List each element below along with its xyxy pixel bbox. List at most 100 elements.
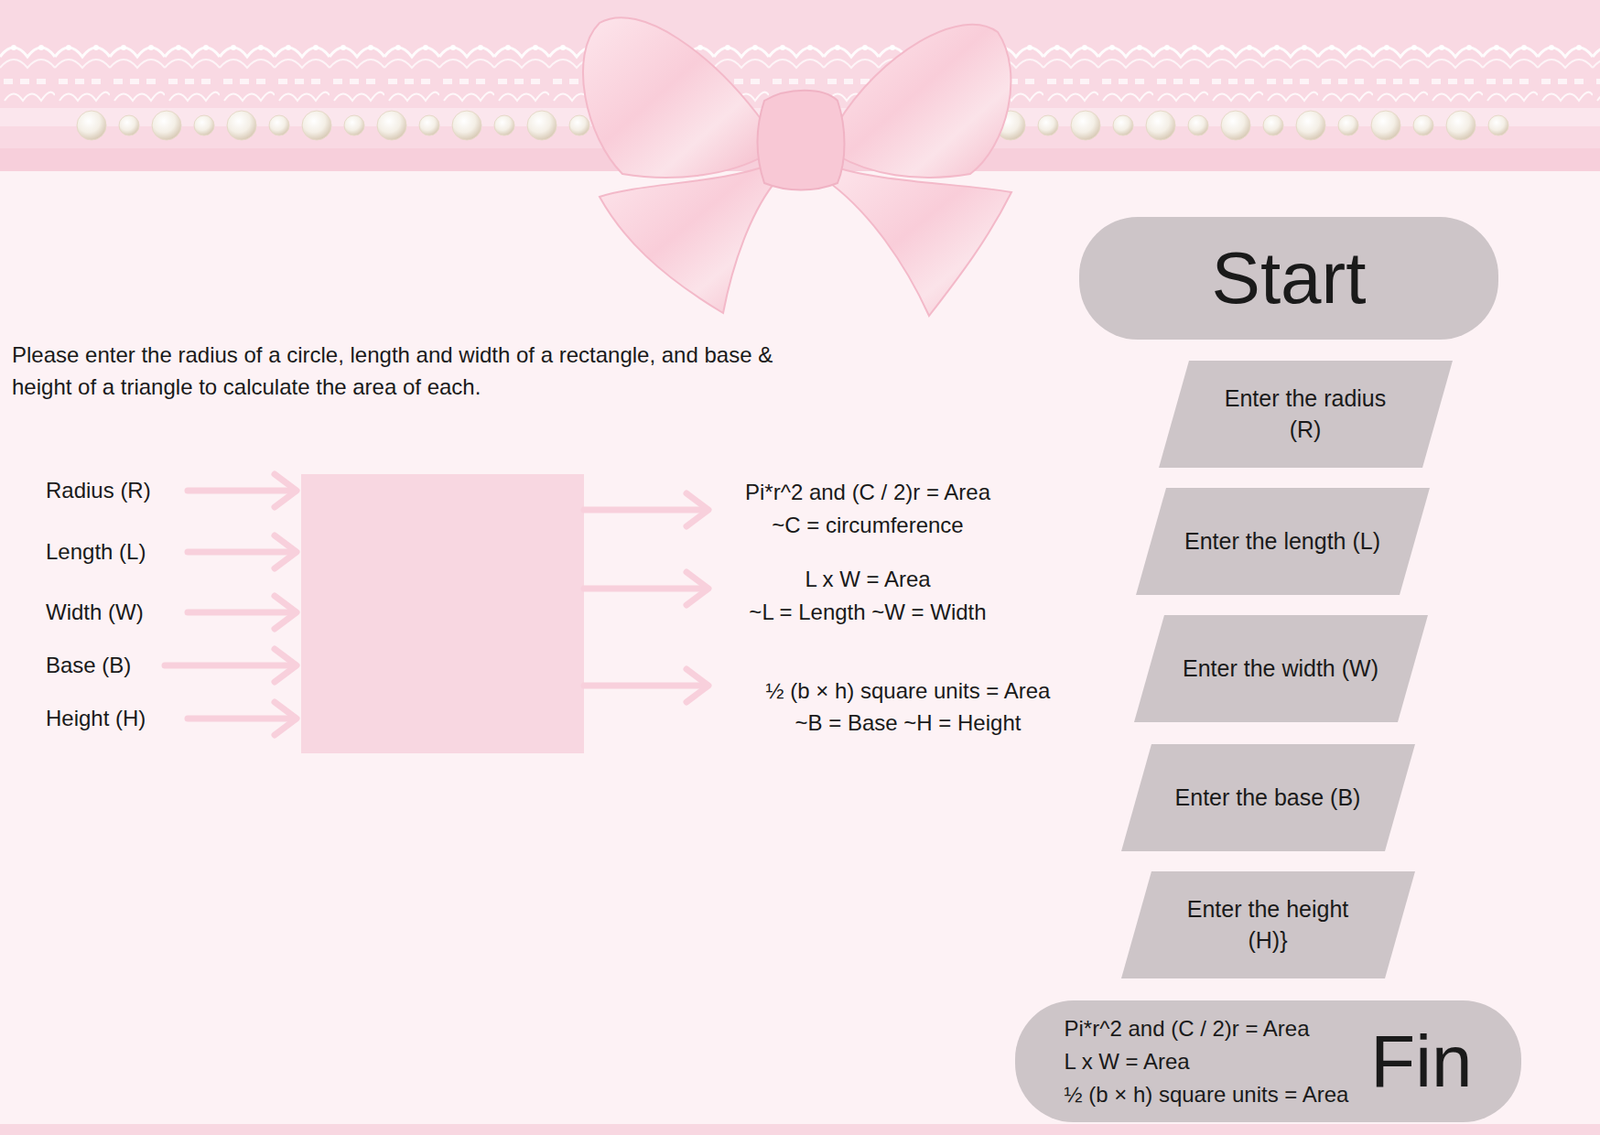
pearl	[377, 110, 407, 141]
arrow-line	[583, 585, 707, 593]
node-content: Pi*r^2 and (C / 2)r = AreaL x W = Area½ …	[1064, 1012, 1473, 1112]
node-outline	[1121, 871, 1416, 979]
arrow-head	[686, 493, 709, 527]
bow-tail	[599, 164, 779, 314]
pearl	[1188, 115, 1209, 136]
parallelogram-shape	[1121, 871, 1416, 979]
pearl	[76, 110, 107, 141]
pearl	[1371, 110, 1401, 141]
pearl	[527, 110, 557, 141]
arrow-line	[164, 662, 295, 670]
node-content: Enter the radius (R)	[1207, 383, 1405, 446]
pearl	[194, 115, 215, 136]
pearl	[569, 115, 590, 136]
pearl	[1413, 115, 1434, 136]
terminal-end: Pi*r^2 and (C / 2)r = AreaL x W = Area½ …	[1015, 1000, 1522, 1123]
bow-tail	[823, 164, 1012, 316]
input-parallelogram: Enter the base (B)	[1121, 744, 1416, 852]
input-parallelogram: Enter the length (L)	[1135, 487, 1430, 595]
pearl	[494, 115, 515, 136]
node-outline	[1158, 360, 1453, 468]
pearl	[1070, 110, 1101, 141]
arrow-line	[187, 715, 295, 723]
node-text: L x W = Area	[1064, 1045, 1190, 1079]
pearl	[1221, 110, 1251, 141]
node-text: Enter the height (H)}	[1169, 894, 1367, 957]
bow-loop	[837, 24, 1011, 178]
formula-note: ~C = circumference	[684, 511, 1051, 540]
pearl	[419, 115, 440, 136]
input-label: Radius (R)	[45, 476, 152, 505]
arrow-line	[187, 609, 295, 617]
arrow-line	[583, 682, 707, 690]
terminal-label: Fin	[1370, 1025, 1472, 1099]
formula-note: ~L = Length ~W = Width	[684, 598, 1051, 627]
process-block	[301, 474, 584, 754]
input-label: Length (L)	[45, 538, 146, 566]
text-group: Enter the height (H)}	[1169, 894, 1367, 957]
node-text: Enter the width (W)	[1182, 653, 1380, 685]
pearl	[1296, 110, 1326, 141]
text-group: Enter the radius (R)	[1207, 383, 1405, 446]
arrow-head	[274, 535, 297, 569]
pearl	[344, 115, 365, 136]
pearl	[118, 115, 140, 136]
pearl	[1446, 110, 1476, 141]
input-parallelogram: Enter the height (H)}	[1121, 871, 1416, 979]
input-label: Width (W)	[45, 598, 144, 627]
pearl	[1145, 110, 1176, 141]
input-label: Base (B)	[45, 651, 131, 680]
formula-note: ~B = Base ~H = Height	[724, 709, 1092, 737]
input-arrows	[164, 474, 297, 736]
node-content: Enter the height (H)}	[1169, 894, 1367, 957]
pill-shape	[1015, 1000, 1522, 1123]
pearl	[452, 110, 482, 141]
parallelogram-shape	[1134, 615, 1428, 723]
formula-text: ½ (b × h) square units = Area	[724, 677, 1092, 705]
arrow-head	[274, 648, 297, 682]
bow-loop	[583, 17, 765, 178]
bow-knot	[757, 90, 845, 191]
pearl	[1488, 115, 1509, 136]
parallelogram-shape	[1135, 487, 1430, 595]
arrow-head	[274, 702, 297, 736]
node-content: Enter the length (L)	[1184, 526, 1382, 558]
parallelogram-shape	[1158, 360, 1453, 468]
node-text: Enter the radius (R)	[1207, 383, 1405, 446]
arrow-line	[187, 549, 295, 556]
node-content: Enter the width (W)	[1182, 653, 1380, 685]
text-group: Start	[1211, 228, 1367, 328]
node-text: Enter the length (L)	[1184, 526, 1382, 558]
formula-text: L x W = Area	[684, 565, 1051, 594]
input-parallelogram: Enter the radius (R)	[1158, 360, 1453, 468]
arrow-head	[274, 595, 297, 629]
text-group: Enter the length (L)	[1184, 526, 1382, 558]
instruction-text: Please enter the radius of a circle, len…	[11, 338, 800, 403]
input-parallelogram: Enter the width (W)	[1134, 615, 1428, 723]
pearl	[1037, 115, 1059, 136]
terminal-label: Start	[1211, 228, 1367, 328]
text-group: Enter the base (B)	[1169, 782, 1367, 814]
formula-text: Pi*r^2 and (C / 2)r = Area	[684, 478, 1051, 507]
input-label: Height (H)	[45, 704, 146, 733]
node-text: ½ (b × h) square units = Area	[1064, 1078, 1350, 1112]
text-group: Fin	[1370, 1025, 1472, 1099]
pearl	[1263, 115, 1284, 136]
arrow-head	[686, 669, 709, 703]
arrow-line	[187, 487, 295, 495]
pearl	[302, 110, 332, 141]
node-content: Enter the base (B)	[1169, 782, 1367, 814]
pearl	[269, 115, 290, 136]
bow-illustration	[583, 17, 1012, 316]
text-group: Enter the width (W)	[1182, 653, 1380, 685]
arrow-head	[686, 572, 709, 606]
parallelogram-shape	[1121, 744, 1416, 852]
terminal-start: Start	[1079, 216, 1499, 340]
bottom-stripe	[0, 1124, 1600, 1135]
node-text: Pi*r^2 and (C / 2)r = Area	[1064, 1012, 1310, 1046]
pill-shape	[1079, 216, 1499, 340]
text-group: Pi*r^2 and (C / 2)r = AreaL x W = Area½ …	[1064, 1012, 1350, 1112]
pearl	[227, 110, 257, 141]
output-arrows	[583, 493, 709, 703]
